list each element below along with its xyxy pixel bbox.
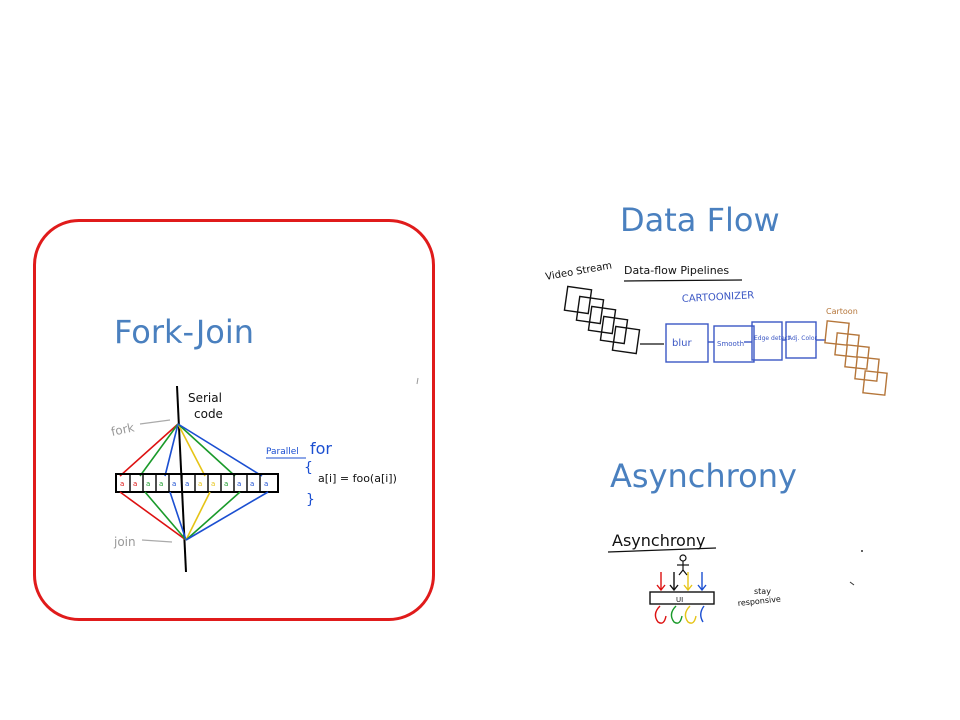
svg-text:a: a xyxy=(198,480,202,488)
svg-text:a: a xyxy=(250,480,254,488)
parallel-label: Parallel xyxy=(266,447,299,457)
svg-text:a: a xyxy=(146,480,150,488)
cartoon-label: Cartoon xyxy=(826,307,858,316)
svg-text:a: a xyxy=(133,480,137,488)
fork-join-highlight-box xyxy=(33,219,435,621)
fork-join-heading: Fork-Join xyxy=(114,313,255,351)
svg-text:a: a xyxy=(120,480,124,488)
loop-body-code: a[i] = foo(a[i]) xyxy=(318,472,397,485)
data-flow-heading: Data Flow xyxy=(620,201,780,239)
stage-smooth-label: Smooth xyxy=(717,340,744,348)
for-label: for xyxy=(310,439,332,458)
stage-adj-label: Adj. Color xyxy=(788,335,817,342)
svg-text:a: a xyxy=(159,480,163,488)
svg-text:a: a xyxy=(264,480,268,488)
serial-label: Serial xyxy=(188,391,222,405)
cartoonizer-label: CARTOONIZER xyxy=(682,290,755,305)
ui-label: UI xyxy=(676,596,683,604)
fork-label: fork xyxy=(110,420,136,439)
svg-text:a: a xyxy=(211,480,215,488)
svg-text:{: { xyxy=(304,460,313,476)
svg-text:a: a xyxy=(185,480,189,488)
stay-label: stay xyxy=(754,587,771,596)
svg-text:}: } xyxy=(306,492,315,508)
responsive-label: responsive xyxy=(737,595,781,608)
code-label: code xyxy=(194,407,223,421)
async-title: Asynchrony xyxy=(612,531,705,550)
person-icon xyxy=(677,554,689,576)
stage-blur-label: blur xyxy=(672,338,692,349)
stage-edge-label: Edge detect xyxy=(754,335,791,342)
svg-text:a: a xyxy=(224,480,228,488)
svg-text:a: a xyxy=(237,480,241,488)
stage-edge-box xyxy=(751,321,783,361)
asynchrony-heading: Asynchrony xyxy=(610,457,797,495)
join-label: join xyxy=(113,535,136,549)
pipeline-title: Data-flow Pipelines xyxy=(624,264,729,277)
stage-smooth-box xyxy=(713,325,755,363)
stage-blur-box xyxy=(665,323,709,363)
ui-bar xyxy=(649,591,715,605)
svg-text:a: a xyxy=(172,480,176,488)
